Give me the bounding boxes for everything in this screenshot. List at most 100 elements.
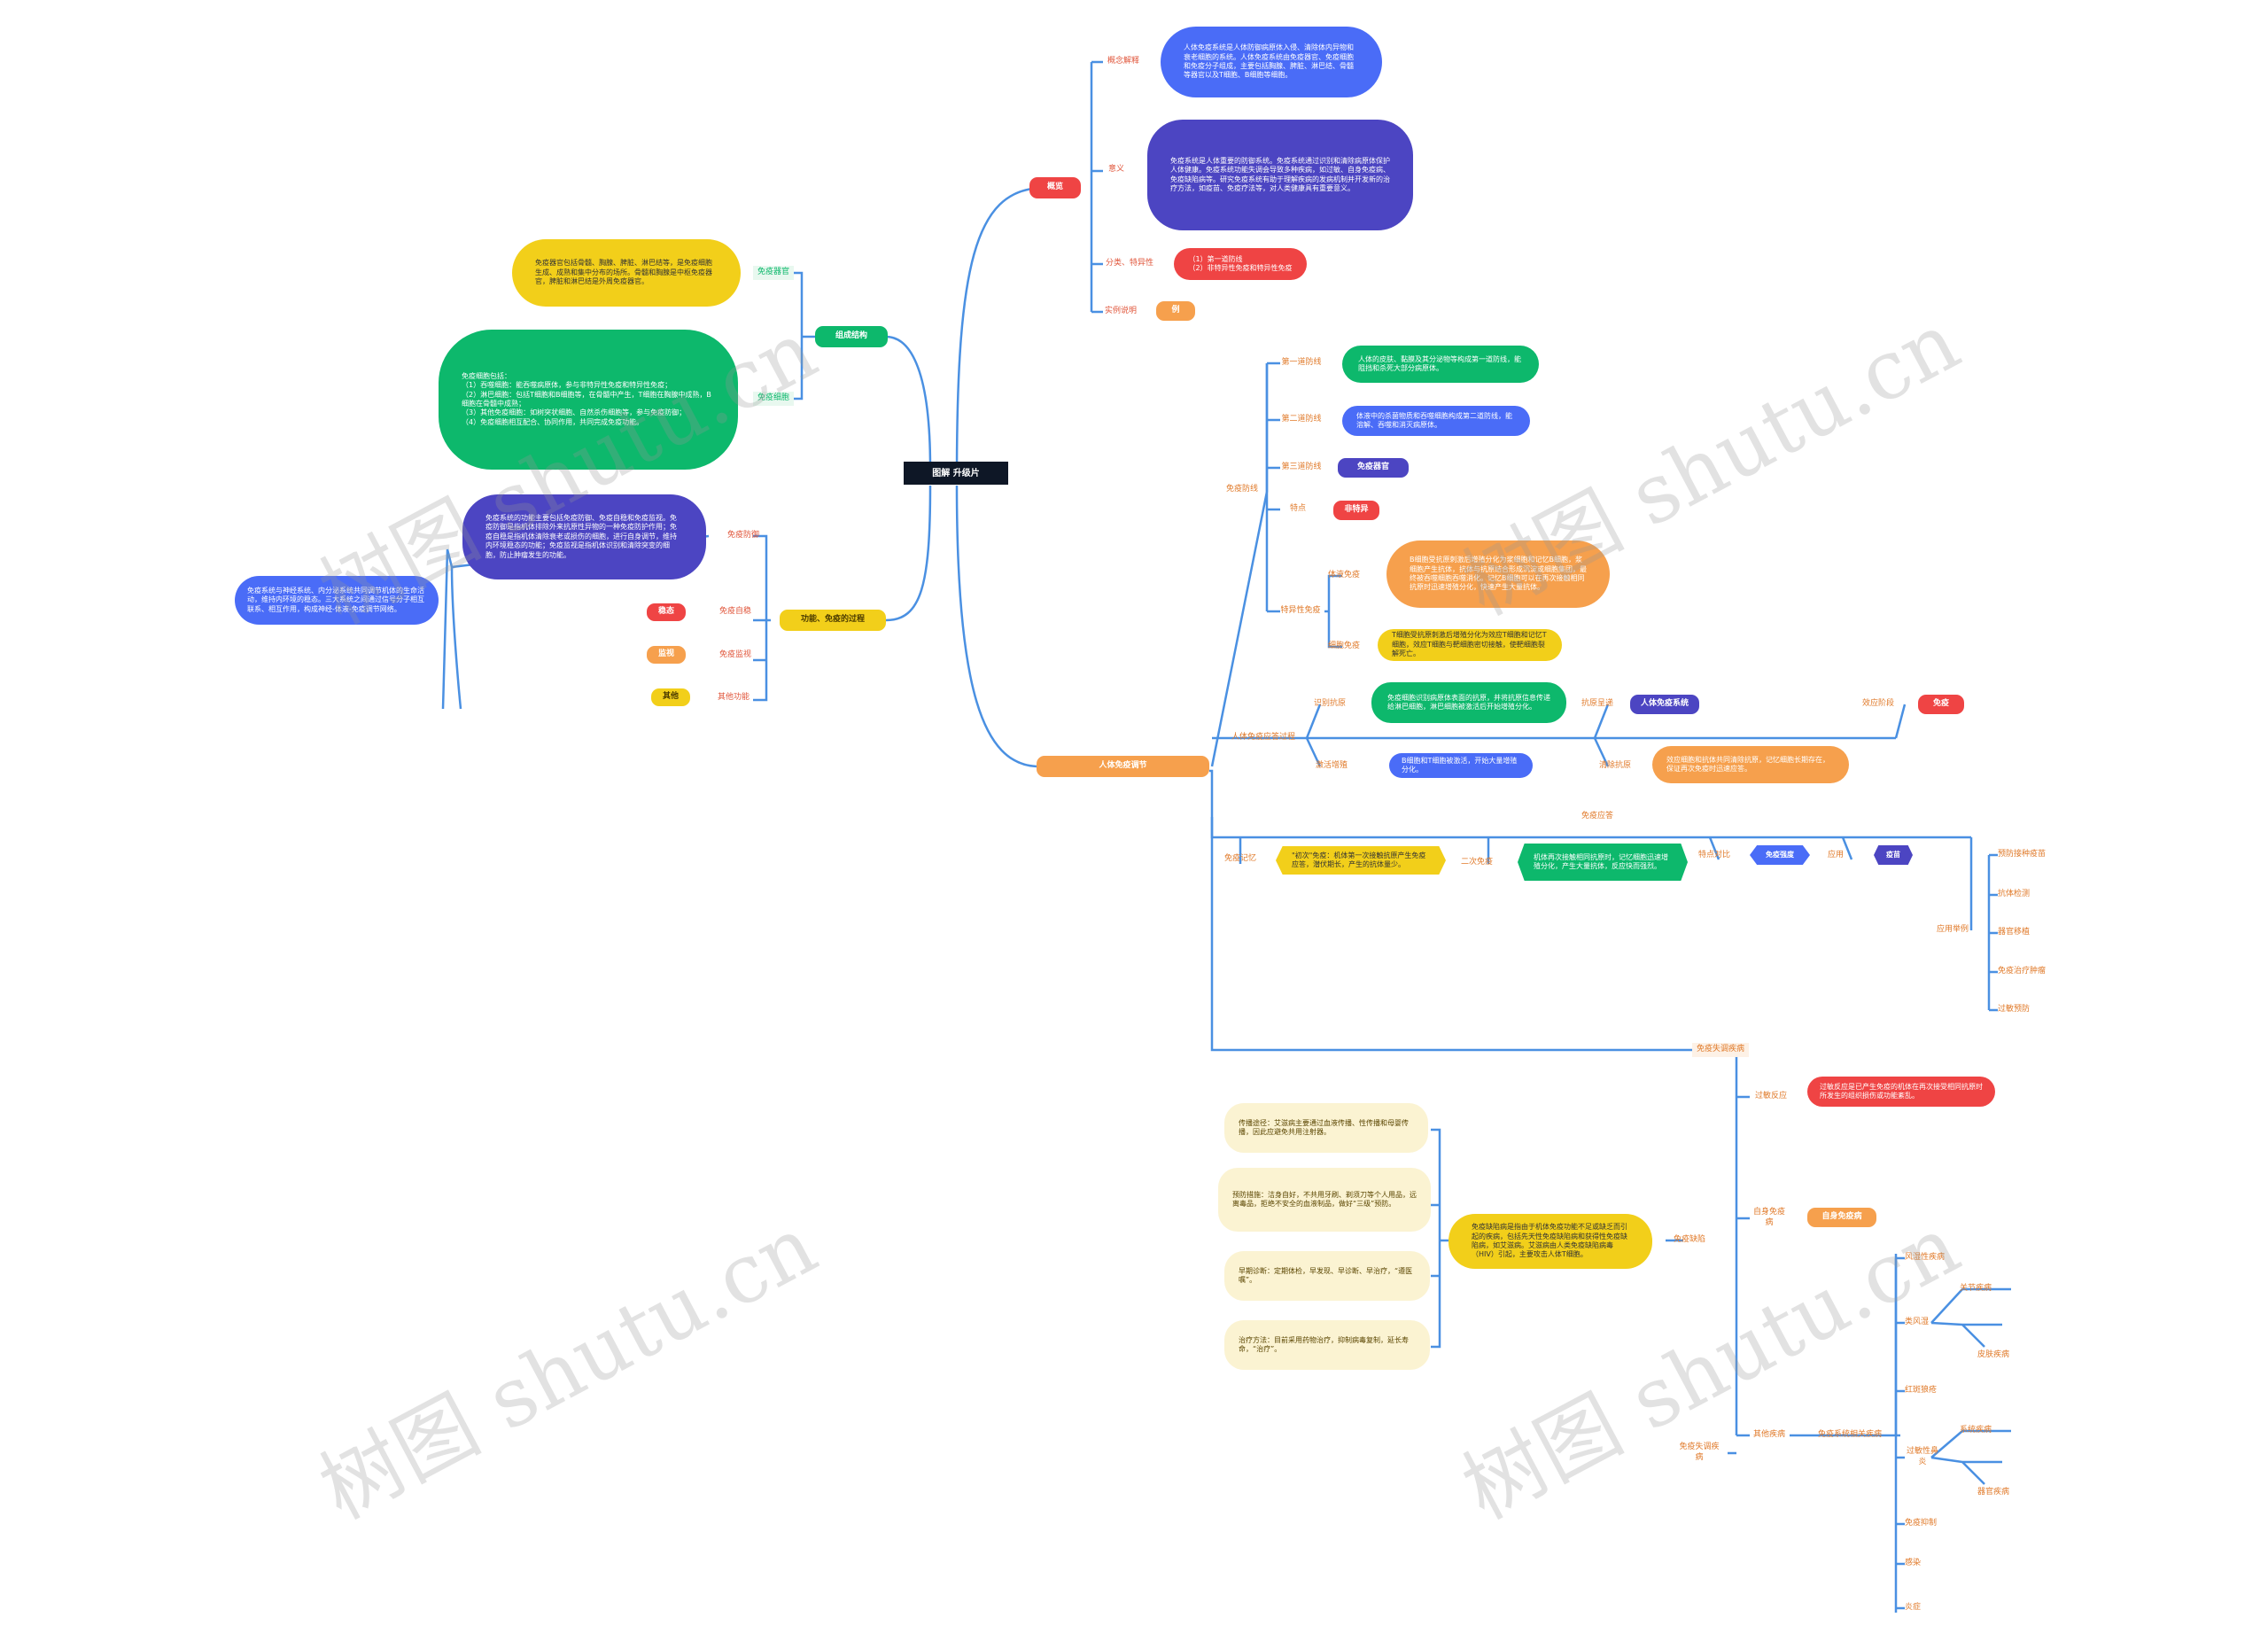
response-effect-content: 免疫: [1918, 695, 1964, 714]
memory-list-1: 抗体检测: [1998, 890, 2031, 899]
link-process-trunk: [1209, 769, 1736, 1052]
response-humoral-label: 抗原呈递: [1581, 699, 1613, 709]
function-defense-label: 免疫防御: [726, 531, 759, 540]
disease-sub-b-1: 器官疾病: [1977, 1488, 2009, 1497]
overview-definition-content: 人体免疫系统是人体防御病原体入侵、清除体内异物和衰老细胞的系统。人体免疫系统由免…: [1161, 27, 1382, 97]
memory-d-label: 应用: [1827, 851, 1844, 860]
link-center-function: [885, 485, 932, 622]
overview-reason-content: 免疫系统是人体重要的防御系统。免疫系统通过识别和清除病原体保护人体健康。免疫系统…: [1147, 120, 1413, 230]
link-components-bus: [788, 271, 815, 400]
link-process-to-barrier: [1210, 363, 1269, 767]
disease-other-detail: 免疫系统相关疾病: [1817, 1430, 1882, 1440]
link-deficiency: [1431, 1128, 1683, 1349]
disease-other-list-3: 过敏性鼻炎: [1906, 1447, 1938, 1466]
branch-process[interactable]: 人体免疫调节: [1037, 756, 1209, 777]
link-barrier-bus: [1265, 362, 1280, 613]
barrier-fourth-label: 特点: [1289, 504, 1306, 514]
response-label: 人体免疫应答过程: [1231, 733, 1295, 743]
memory-a-content: "初次"免疫：机体第一次接触抗原产生免疫应答，潜伏期长，产生的抗体量少。: [1276, 846, 1446, 875]
link-center-overview: [955, 186, 1042, 479]
disease-auto-label: 自身免疫病: [1752, 1208, 1785, 1227]
function-other-label: 其他功能: [717, 693, 750, 703]
function-other-value: 其他: [651, 688, 690, 706]
disease-note-3: 治疗方法：目前采用药物治疗，抑制病毒复制，延长寿命，“治疗”。: [1224, 1320, 1430, 1370]
link-left-far: [441, 548, 454, 710]
function-monitor-value: 监视: [647, 646, 686, 664]
response-recognize-content: 免疫细胞识别病原体表面的抗原，并将抗原信息传递给淋巴细胞，淋巴细胞被激活后开始增…: [1371, 682, 1566, 723]
disease-other-list-0: 风湿性疾病: [1905, 1253, 1946, 1263]
link-memory-branch: [1239, 836, 1973, 930]
barrier-second-label: 第二道防线: [1281, 415, 1322, 424]
link-function-left: [450, 534, 710, 710]
memory-d-value: 疫苗: [1874, 845, 1913, 865]
barrier-label: 免疫防线: [1225, 485, 1258, 494]
components-cells-content: 免疫细胞包括： （1）吞噬细胞：能吞噬病原体，参与非特异性免疫和特异性免疫； （…: [439, 330, 738, 470]
link-other: [1790, 1258, 1900, 1437]
disease-sub-a-0: 关节疾病: [1959, 1284, 1992, 1294]
disease-bottom-label: 免疫失调疾病: [1679, 1442, 1720, 1462]
link-other-sub: [1930, 1287, 2011, 1485]
barrier-third-label: 第三道防线: [1281, 463, 1322, 472]
barrier-specific-a-content: B细胞受抗原刺激后增殖分化为浆细胞和记忆B细胞，浆细胞产生抗体，抗体与抗原结合形…: [1386, 540, 1610, 608]
disease-other-list-6: 炎症: [1905, 1603, 1922, 1613]
barrier-specific-label: 特异性免疫: [1280, 606, 1321, 616]
disease-deficiency-label: 免疫缺陷: [1673, 1235, 1705, 1245]
link-memory-row: [1210, 817, 1971, 839]
overview-example-label: 实例说明: [1104, 307, 1137, 316]
link-overview-bus: [1090, 60, 1103, 314]
overview-types-content: （1）第一道防线 （2）非特异性免疫和特异性免疫: [1174, 248, 1307, 280]
response-kill-content: 效应细胞和抗体共同清除抗原，记忆细胞长期存在，保证再次免疫时迅速应答。: [1652, 746, 1849, 783]
overview-example-content: 例: [1156, 301, 1195, 321]
overview-types-label: 分类、特异性: [1105, 259, 1153, 268]
memory-b-content: 机体再次接触相同抗原时，记忆细胞迅速增殖分化，产生大量抗体，反应快而强烈。: [1518, 844, 1688, 881]
disease-other-label: 其他疾病: [1752, 1430, 1785, 1440]
barrier-first-content: 人体的皮肤、黏膜及其分泌物等构成第一道防线，能阻挡和杀死大部分病原体。: [1342, 346, 1539, 383]
memory-c-value: 免疫强度: [1750, 845, 1810, 865]
disease-auto-content: 自身免疫病: [1807, 1208, 1876, 1227]
barrier-third-content: 免疫器官: [1338, 458, 1409, 478]
overview-reason-label: 意义: [1107, 165, 1124, 175]
function-detail: 免疫系统的功能主要包括免疫防御、免疫自稳和免疫监视。免疫防御是指机体排除外来抗原…: [462, 494, 706, 579]
link-response-branch: [1305, 704, 1907, 767]
link-barrier-specific: [1324, 574, 1342, 649]
disease-allergy-content: 过敏反应是已产生免疫的机体在再次接受相同抗原时所发生的组织损伤或功能紊乱。: [1807, 1077, 1995, 1107]
memory-list-3: 免疫治疗肿瘤: [1998, 967, 2047, 976]
response-activate-content: B细胞和T细胞被激活，开始大量增殖分化。: [1389, 753, 1533, 778]
disease-allergy-label: 过敏反应: [1754, 1092, 1787, 1101]
memory-list-0: 预防接种疫苗: [1998, 850, 2047, 859]
response-mid-label: 免疫应答: [1581, 812, 1613, 821]
disease-sub-a-1: 皮肤疾病: [1977, 1350, 2009, 1360]
link-memory-list: [1987, 853, 1998, 1012]
disease-other-list-2: 红斑狼疮: [1905, 1386, 1938, 1396]
response-kill-label: 清除抗原: [1598, 761, 1631, 771]
link-function-bus: [753, 534, 771, 702]
disease-other-list-4: 免疫抑制: [1905, 1519, 1938, 1528]
memory-label: 免疫记忆: [1223, 854, 1256, 864]
response-recognize-label: 识别抗原: [1313, 699, 1346, 709]
components-organ-content: 免疫器官包括骨髓、胸腺、脾脏、淋巴结等，是免疫细胞生成、成熟和集中分布的场所。骨…: [512, 239, 741, 307]
branch-overview[interactable]: 概览: [1029, 177, 1081, 198]
barrier-fourth-content: 非特异: [1333, 501, 1379, 520]
link-disease-bus: [1728, 1050, 1750, 1455]
branch-function[interactable]: 功能、免疫的过程: [780, 610, 886, 631]
barrier-first-label: 第一道防线: [1281, 358, 1322, 368]
barrier-specific-b-content: T细胞受抗原刺激后增殖分化为效应T细胞和记忆T细胞，效应T细胞与靶细胞密切接触，…: [1378, 629, 1562, 661]
disease-sub-b-0: 系统疾病: [1959, 1426, 1992, 1435]
components-cells-label: 免疫细胞: [753, 392, 794, 406]
memory-list-label: 应用举例: [1936, 925, 1969, 935]
central-topic[interactable]: 图解 升级片: [904, 462, 1008, 485]
function-side-note: 免疫系统与神经系统、内分泌系统共同调节机体的生命活动，维持内环境的稳态。三大系统…: [235, 576, 439, 625]
barrier-specific-a-label: 体液免疫: [1327, 571, 1360, 580]
response-effect-label: 效应阶段: [1861, 699, 1894, 709]
link-center-process: [955, 485, 1037, 768]
disease-note-1: 预防措施：洁身自好，不共用牙刷、剃须刀等个人用品，远离毒品，拒绝不安全的血液制品…: [1218, 1168, 1431, 1232]
central-topic-text: 图解 升级片: [932, 468, 980, 478]
memory-list-4: 过敏预防: [1998, 1005, 2031, 1015]
response-humoral-content: 人体免疫系统: [1630, 695, 1699, 714]
barrier-second-content: 体液中的杀菌物质和吞噬细胞构成第二道防线，能溶解、吞噬和消灭病原体。: [1342, 406, 1530, 436]
overview-definition-label: 概念解释: [1107, 57, 1139, 66]
branch-components[interactable]: 组成结构: [815, 326, 888, 347]
memory-list-2: 器官移植: [1998, 928, 2031, 937]
